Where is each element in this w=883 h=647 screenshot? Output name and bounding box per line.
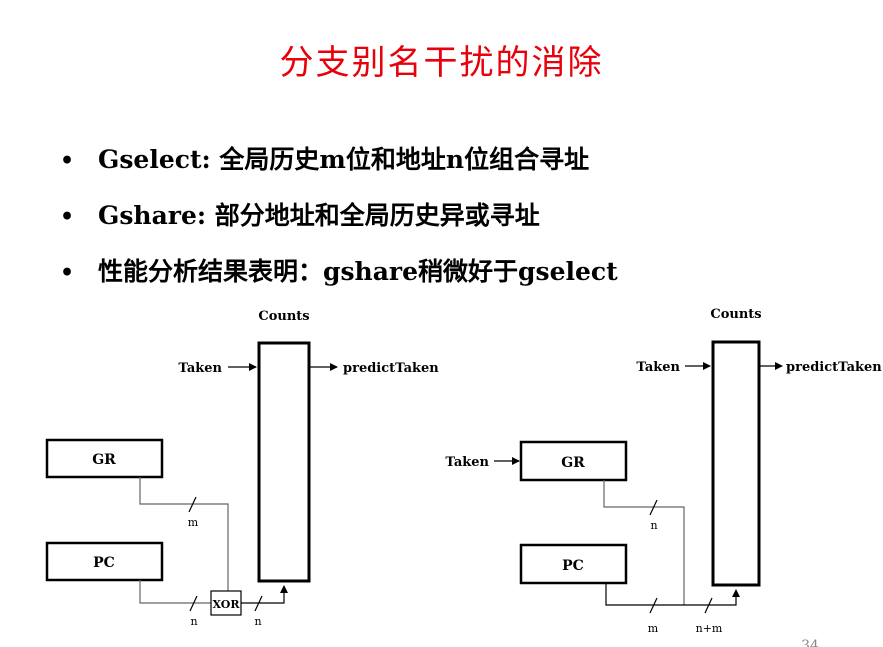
- left-counts-label: Counts: [258, 309, 309, 324]
- left-n-label: n: [190, 615, 197, 628]
- right-gr-label: GR: [561, 455, 585, 471]
- bullet-gshare: • Gshare: 部分地址和全局历史异或寻址: [60, 194, 618, 250]
- bullet-text: 性能分析结果表明：gshare稍微好于gselect: [98, 257, 618, 286]
- right-taken-label: Taken: [636, 360, 680, 375]
- bullet-gselect: • Gselect: 全局历史m位和地址n位组合寻址: [60, 138, 618, 194]
- left-m-label: m: [188, 516, 199, 529]
- left-diagram-gshare: Counts Taken predictTaken GR PC m n XOR …: [45, 309, 439, 628]
- left-taken-label: Taken: [178, 361, 222, 376]
- right-pc-label: PC: [562, 558, 584, 574]
- bullet-result: • 性能分析结果表明：gshare稍微好于gselect: [60, 250, 618, 306]
- left-counts-table: [257, 341, 311, 583]
- right-nm-label: n+m: [696, 622, 723, 635]
- right-predict-label: predictTaken: [786, 360, 882, 375]
- left-pc-box: [45, 541, 164, 582]
- right-gr-taken-label: Taken: [445, 455, 489, 470]
- right-pc-wire: [605, 583, 684, 606]
- right-counts-label: Counts: [710, 307, 761, 322]
- left-gr-wire: [139, 477, 229, 591]
- right-index-wire: [684, 589, 740, 606]
- left-pc-wire: [139, 580, 211, 604]
- left-xor-box: [210, 590, 242, 616]
- bullet-dot: •: [60, 148, 75, 174]
- bullet-list: • Gselect: 全局历史m位和地址n位组合寻址 • Gshare: 部分地址和…: [60, 138, 618, 306]
- bullet-text: Gselect: 全局历史m位和地址n位组合寻址: [98, 145, 590, 174]
- right-counts-table: [711, 340, 761, 587]
- left-gr-label: GR: [92, 452, 116, 468]
- right-diagram-gselect: Counts Taken predictTaken Taken GR PC n …: [445, 307, 882, 635]
- right-gr-wire: [603, 480, 685, 605]
- left-xor-label: XOR: [212, 598, 240, 611]
- left-n2-label: n: [254, 615, 261, 628]
- left-gr-box: [45, 438, 164, 479]
- right-gr-box: [519, 440, 628, 482]
- left-n-slash: [189, 595, 198, 612]
- left-n2-slash: [254, 595, 263, 612]
- right-m-slash: [649, 597, 658, 614]
- left-m-slash: [188, 496, 197, 513]
- right-pc-box: [519, 543, 628, 585]
- bullet-dot: •: [60, 260, 75, 286]
- bullet-dot: •: [60, 204, 75, 230]
- slide-title: 分支别名干扰的消除: [279, 43, 604, 83]
- left-predict-label: predictTaken: [343, 361, 439, 376]
- right-n-label: n: [650, 519, 657, 532]
- left-index-wire: [241, 585, 288, 604]
- right-n-slash: [649, 499, 658, 516]
- right-nm-slash: [704, 597, 713, 614]
- right-m-label: m: [648, 622, 659, 635]
- page-number: 34: [801, 638, 819, 647]
- bullet-text: Gshare: 部分地址和全局历史异或寻址: [98, 201, 540, 230]
- left-pc-label: PC: [93, 555, 115, 571]
